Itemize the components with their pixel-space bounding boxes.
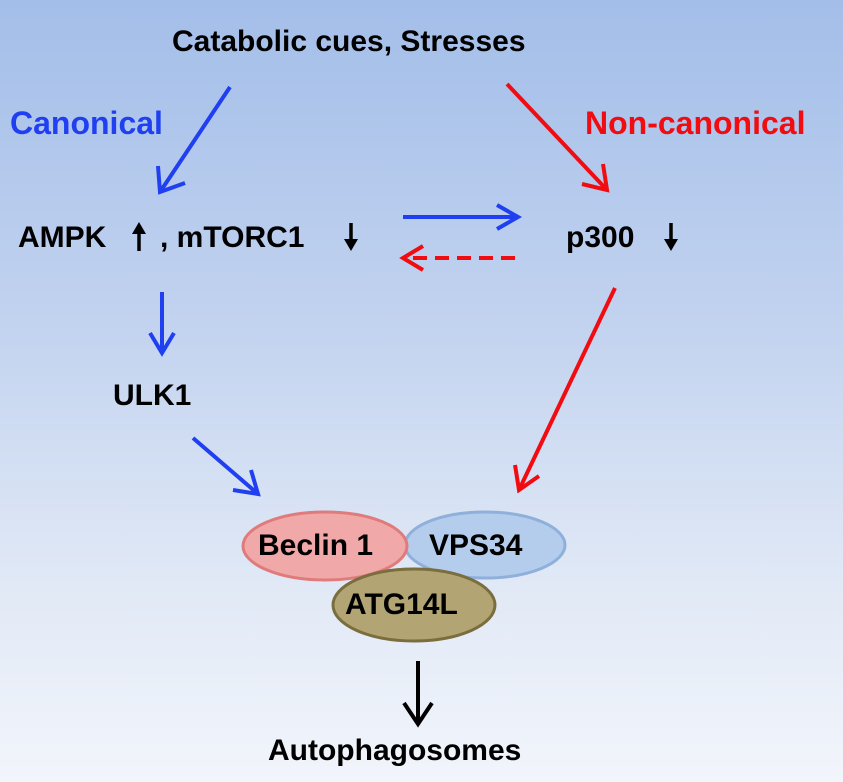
arrow-complex-to-autophagosomes bbox=[402, 661, 434, 728]
arrow-ampk-to-ulk1 bbox=[148, 292, 176, 357]
arrow-p300-to-complex bbox=[513, 287, 617, 494]
atg14l-ellipse bbox=[331, 567, 497, 643]
beclin1-label: Beclin 1 bbox=[258, 529, 374, 562]
non-canonical-label: Non-canonical bbox=[585, 105, 806, 141]
up-arrow-icon-ampk bbox=[132, 222, 146, 251]
autophagosomes-label: Autophagosomes bbox=[268, 734, 522, 767]
atg14l-label: ATG14L bbox=[345, 588, 458, 621]
arrow-ampk-to-p300 bbox=[403, 203, 523, 231]
beclin1-ellipse bbox=[241, 510, 409, 582]
ampk-label: AMPK bbox=[18, 221, 107, 254]
arrow-cues-to-p300 bbox=[505, 82, 610, 193]
mtorc1-label: , mTORC1 bbox=[160, 221, 305, 254]
canonical-label: Canonical bbox=[10, 105, 163, 141]
arrow-ulk1-to-complex bbox=[191, 436, 261, 497]
down-arrow-icon-p300 bbox=[664, 223, 678, 251]
vps34-label: VPS34 bbox=[429, 529, 523, 562]
down-arrow-icon-mtorc1 bbox=[344, 223, 358, 251]
arrow-p300-to-ampk-dashed bbox=[399, 244, 515, 272]
catabolic-cues-label: Catabolic cues, Stresses bbox=[172, 25, 526, 58]
arrow-cues-to-ampk bbox=[156, 85, 232, 195]
ulk1-label: ULK1 bbox=[113, 379, 192, 412]
p300-label: p300 bbox=[566, 221, 635, 254]
